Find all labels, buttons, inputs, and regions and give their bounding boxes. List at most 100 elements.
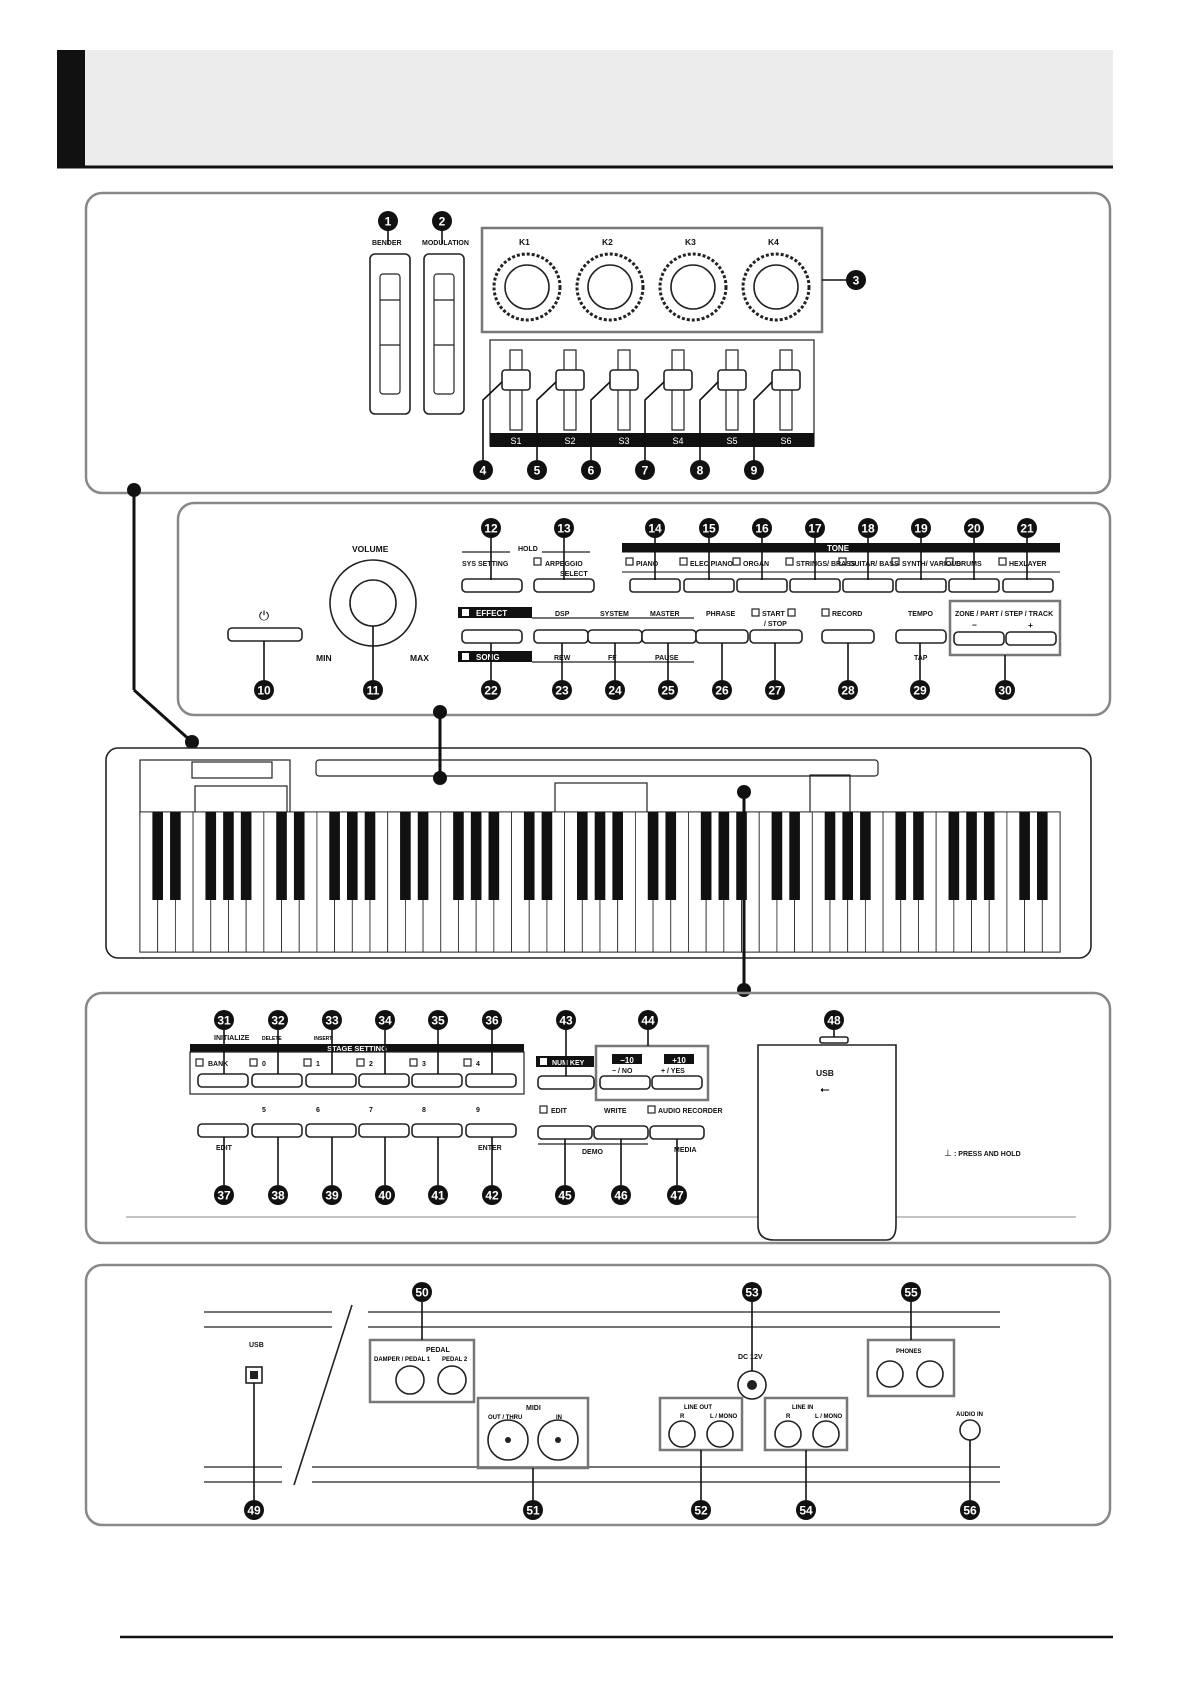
phones-jack-1[interactable] [876,1360,904,1388]
pedal2-jack[interactable] [437,1365,467,1395]
power-button[interactable]: ⏻ [227,608,303,642]
callout-33: 33 [322,1010,342,1030]
black-key [347,812,358,900]
knob-k1[interactable]: K1 [492,237,562,322]
svg-text:8: 8 [422,1107,426,1114]
audio-in-jack[interactable]: AUDIO IN [956,1412,983,1441]
svg-text:PIANO: PIANO [636,561,659,568]
num-key-button[interactable] [537,1075,595,1090]
plus10-yes-button[interactable]: +10 + / YES [651,1054,703,1090]
system-button[interactable] [587,629,643,644]
usb-port[interactable]: USB [245,1342,264,1384]
bender-label: BENDER [372,240,402,247]
stage-button-3[interactable]: 3 [409,1058,463,1088]
zone-minus-button[interactable] [953,631,1005,646]
slider-s5[interactable] [717,349,747,431]
tone-button-elec-piano[interactable]: ELEC PIANO [679,557,735,593]
master-label: MASTER [650,611,680,618]
dc-power-jack[interactable]: DC 12V [737,1354,767,1400]
keyboard-overview [105,747,1092,959]
cursor-right-button[interactable] [411,1123,463,1138]
line-out-r-jack[interactable] [668,1420,696,1448]
tempo-button[interactable] [895,629,947,644]
slider-s4[interactable] [663,349,693,431]
slider-s3[interactable] [609,349,639,431]
top-panel [84,191,1112,495]
effect-label: EFFECT [476,609,507,618]
svg-text:OUT / THRU: OUT / THRU [488,1415,522,1421]
svg-text:STAGE SETTING: STAGE SETTING [327,1044,387,1053]
svg-text:INITIALIZE: INITIALIZE [214,1035,250,1042]
cursor-down-button[interactable] [305,1123,357,1138]
svg-text:17: 17 [808,522,822,536]
dsp-button[interactable] [533,629,589,644]
tone-button-hexlayer[interactable]: HEXLAYER [998,557,1054,593]
svg-text:27: 27 [768,684,782,698]
line-in-r-jack[interactable] [774,1420,802,1448]
record-button[interactable] [821,629,875,644]
line-out-l-mono-jack[interactable] [706,1420,734,1448]
phones-jack-2[interactable] [916,1360,944,1388]
slider-s2[interactable] [555,349,585,431]
midi-in-port[interactable] [537,1419,579,1461]
midi-out-thru-port[interactable] [487,1419,529,1461]
callout-27: 27 [765,680,785,700]
callout-52: 52 [691,1500,711,1520]
svg-text:12: 12 [484,522,498,536]
stage-button-0[interactable]: 0 [249,1058,303,1088]
black-key [364,812,376,900]
black-key [612,812,623,900]
svg-text:23: 23 [555,684,569,698]
tone-button-synth-various[interactable]: SYNTH/ VARIOUS [891,557,961,593]
callout-51: 51 [523,1500,543,1520]
bender-wheel[interactable]: BENDER [369,240,411,415]
audio-recorder-button[interactable]: AUDIO RECORDER [647,1105,723,1140]
tone-button-organ[interactable]: ORGAN [732,557,788,593]
cursor-left-button[interactable] [251,1123,303,1138]
edit-button[interactable]: EDIT [197,1123,249,1152]
modulation-wheel[interactable]: MODULATION [422,240,469,415]
knob-k2[interactable]: K2 [575,237,645,322]
svg-text:+: + [1028,620,1033,630]
bank-button[interactable] [195,1058,249,1088]
callout-46: 46 [611,1185,631,1205]
callout-49: 49 [244,1500,264,1520]
tone-button-piano[interactable]: PIANO [625,557,681,593]
write-button[interactable]: WRITE [593,1108,649,1140]
enter-button[interactable]: ENTER [465,1123,517,1152]
sys-setting-button[interactable]: SYS SETTING [461,561,523,593]
dsp-label: DSP [555,611,570,618]
slider-label-s5: S5 [726,436,737,446]
phrase-button[interactable] [695,629,749,644]
edit-button-2[interactable]: EDIT [537,1105,593,1140]
slider-s6[interactable] [771,349,801,431]
svg-text:DRUMS: DRUMS [956,561,982,568]
stage-button-4[interactable]: 4 [463,1058,517,1088]
slider-s1[interactable] [501,349,531,431]
zone-plus-button[interactable] [1005,631,1057,646]
knob-k4[interactable]: K4 [741,237,811,322]
knob-k3[interactable]: K3 [658,237,728,322]
svg-text:L / MONO: L / MONO [815,1414,843,1420]
start-stop-button[interactable] [749,629,803,644]
zone-frame [948,599,1062,657]
usb-flash-slot[interactable]: USB ⭠ [757,1036,897,1241]
volume-knob[interactable]: VOLUME MIN MAX [316,544,429,663]
black-key [205,812,217,900]
stage-button-2[interactable]: 2 [356,1058,410,1088]
master-button[interactable] [641,629,697,644]
minus10-no-button[interactable]: −10 − / NO [599,1054,651,1090]
svg-text:4: 4 [476,1061,480,1068]
tap-label: TAP [914,655,928,662]
effect-button[interactable] [461,629,523,644]
svg-text:LINE IN: LINE IN [792,1405,813,1411]
svg-text:50: 50 [415,1286,429,1300]
damper-pedal-jack[interactable] [395,1365,425,1395]
cursor-up-button[interactable] [358,1123,410,1138]
callout-19: 19 [911,518,931,538]
stage-button-1[interactable]: 1 [303,1058,357,1088]
line-in-l-mono-jack[interactable] [812,1420,840,1448]
callout-50: 50 [412,1282,432,1302]
mid-panel [176,501,1112,717]
